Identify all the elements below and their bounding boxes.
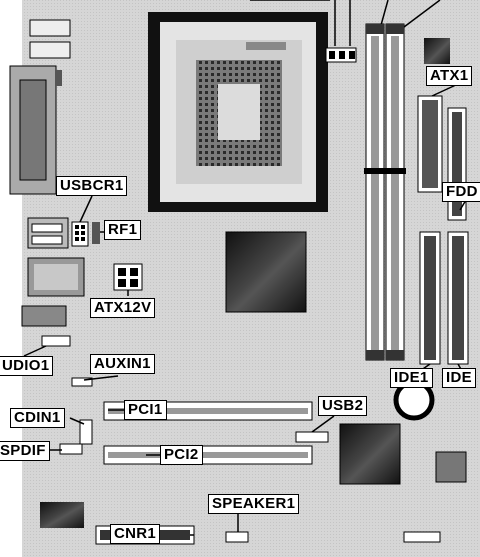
label-audio1: UDIO1 <box>0 356 54 376</box>
top-leader-lines <box>250 0 441 46</box>
label-fdd: FDD <box>442 182 480 202</box>
atx-power-connector <box>417 95 443 193</box>
label-auxin1: AUXIN1 <box>90 354 155 374</box>
label-pci1: PCI1 <box>124 400 167 420</box>
label-rf1: RF1 <box>104 220 142 240</box>
rear-io-connectors <box>9 19 85 327</box>
super-io-chip <box>435 451 467 483</box>
label-cnr1: CNR1 <box>110 524 161 544</box>
label-spdif: SPDIF <box>0 441 50 461</box>
atx12v-connector <box>113 263 143 291</box>
usbcr1-header <box>71 221 89 247</box>
northbridge-chip <box>225 231 307 313</box>
label-atx1: ATX1 <box>426 66 473 86</box>
speaker-header <box>225 531 249 543</box>
southbridge-chip <box>339 423 401 485</box>
usb2-header <box>295 431 329 443</box>
top-right-chip <box>424 38 450 64</box>
ide-connectors <box>419 231 469 365</box>
label-pci2: PCI2 <box>160 445 203 465</box>
spdif-header <box>59 443 83 455</box>
pci-slots <box>103 401 313 465</box>
label-usbcr1: USBCR1 <box>56 176 128 196</box>
label-cdin1: CDIN1 <box>10 408 65 428</box>
label-speaker1: SPEAKER1 <box>208 494 300 514</box>
cdin1-header <box>79 419 93 445</box>
audio-header <box>41 335 71 347</box>
auxin1-header <box>71 377 93 387</box>
rf1-header <box>92 222 100 244</box>
dimm-slots <box>364 23 406 361</box>
label-usb2: USB2 <box>318 396 368 416</box>
label-atx12v: ATX12V <box>90 298 156 318</box>
bottom-right-header <box>403 531 441 543</box>
label-ide2: IDE <box>442 368 476 388</box>
cpu-socket <box>148 12 328 212</box>
label-ide1: IDE1 <box>390 368 433 388</box>
bottom-left-chip <box>40 502 84 528</box>
